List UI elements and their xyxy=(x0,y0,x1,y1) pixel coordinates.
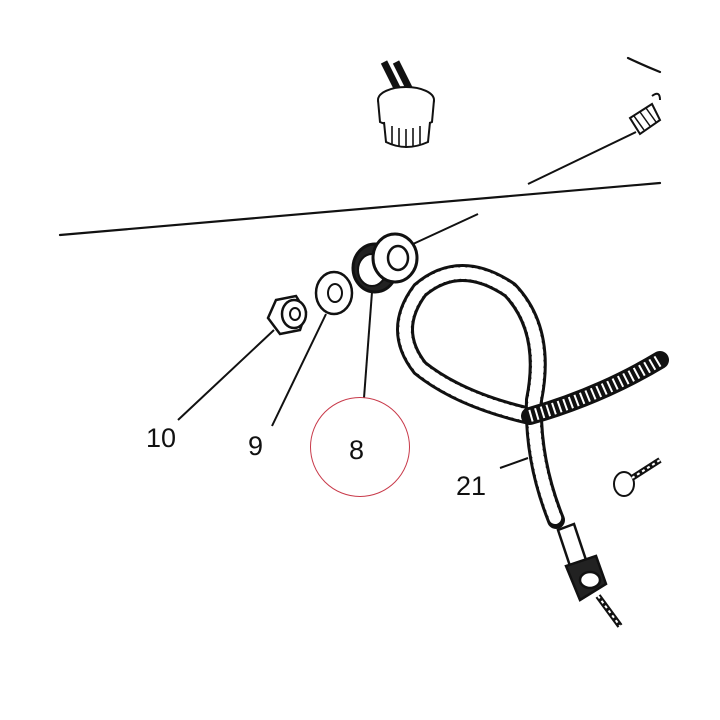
callout-label-8: 8 xyxy=(349,435,365,465)
washer-part-9 xyxy=(271,270,354,427)
top-knob xyxy=(377,60,435,148)
highlight-circle xyxy=(310,397,410,497)
panel-edge-line xyxy=(58,181,662,237)
nut-part-10 xyxy=(177,294,308,421)
callout-label-9: 9 xyxy=(248,431,264,461)
housing-arc xyxy=(626,56,662,74)
callout-label-21: 21 xyxy=(456,471,487,501)
right-screw xyxy=(613,457,662,497)
cable-part-21 xyxy=(396,264,669,529)
callout-label-10: 10 xyxy=(146,423,177,453)
top-right-bolt xyxy=(527,92,662,185)
cable-end-fitting xyxy=(556,522,623,628)
grommet-part-8 xyxy=(351,213,479,399)
